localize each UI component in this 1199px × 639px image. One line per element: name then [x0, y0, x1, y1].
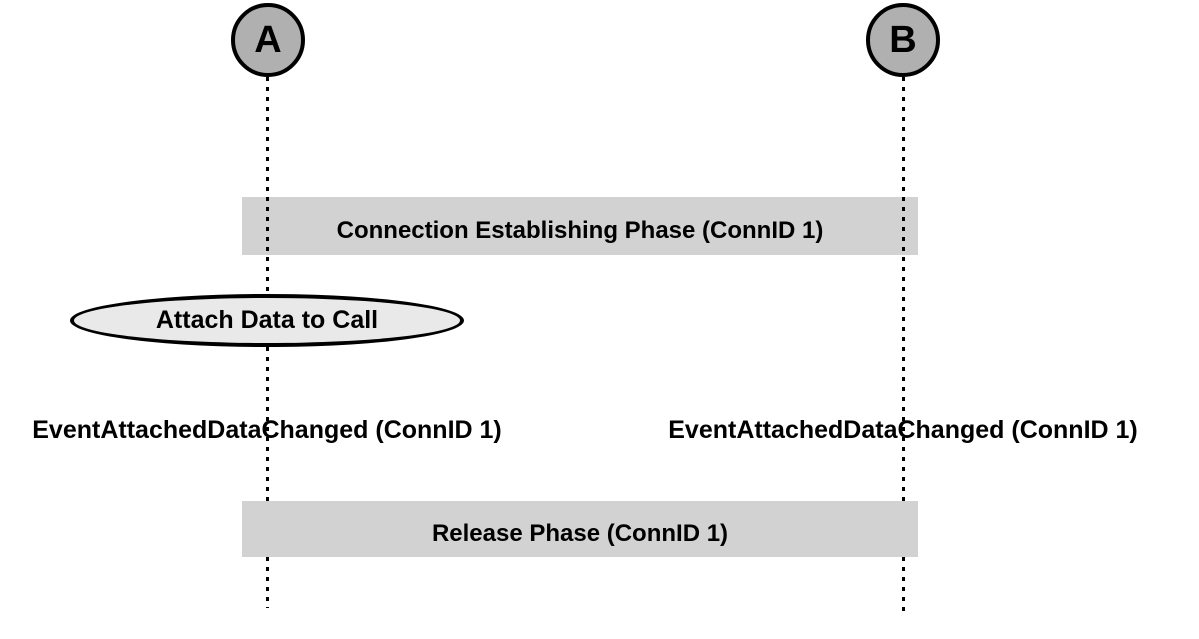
phase-band-release-label: Release Phase (ConnID 1): [431, 519, 729, 547]
lifeline-node-b: B: [866, 3, 940, 77]
action-ellipse-attach-data: Attach Data to Call: [70, 294, 464, 347]
node-a-label: A: [254, 18, 282, 61]
lifeline-b-dotted-line: [902, 77, 905, 611]
phase-band-release: Release Phase (ConnID 1): [242, 501, 918, 557]
phase-band-connection-establishing: Connection Establishing Phase (ConnID 1): [242, 197, 918, 255]
event-label-lifeline-a: EventAttachedDataChanged (ConnID 1): [32, 416, 502, 444]
lifeline-node-a: A: [231, 3, 305, 77]
node-b-label: B: [889, 18, 917, 61]
phase-band-connection-establishing-label: Connection Establishing Phase (ConnID 1): [336, 216, 824, 244]
action-ellipse-label: Attach Data to Call: [155, 306, 379, 334]
event-label-lifeline-b: EventAttachedDataChanged (ConnID 1): [668, 416, 1138, 444]
